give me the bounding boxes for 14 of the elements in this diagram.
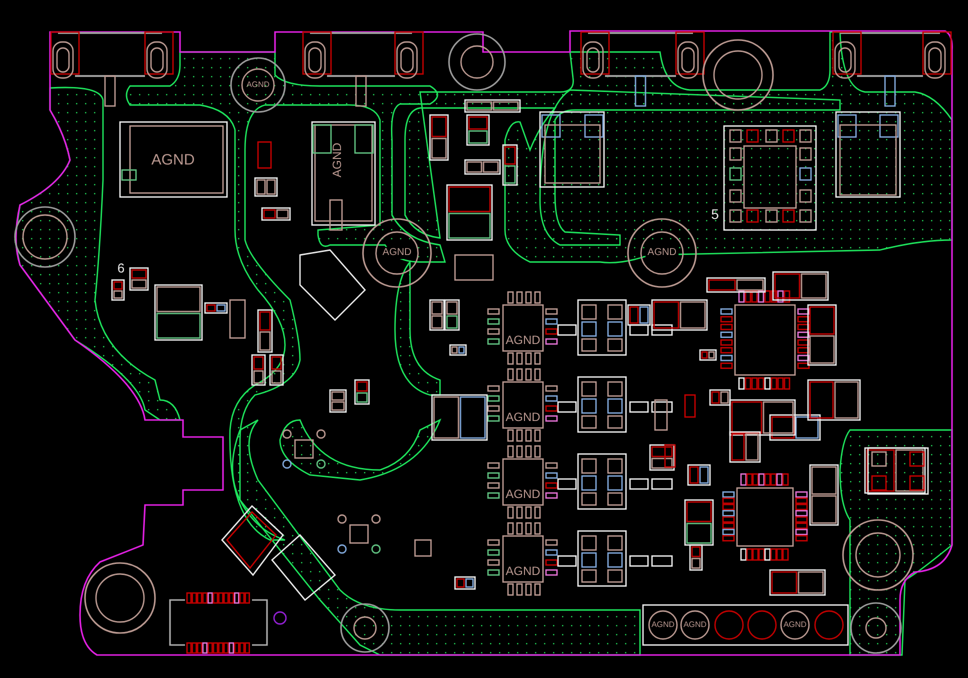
silkscreen-label: AGND — [783, 621, 807, 629]
silkscreen-label: AGND — [683, 621, 707, 629]
silkscreen-label: AGND — [506, 334, 540, 346]
pin-number: 5 — [711, 207, 719, 221]
silkscreen-label: AGND — [380, 247, 414, 259]
silkscreen-label: AGND — [646, 247, 678, 259]
pin-number: 6 — [117, 262, 125, 274]
silkscreen-label: AGND — [151, 152, 195, 168]
silkscreen-label: AGND — [651, 621, 675, 629]
silkscreen-label: AGND — [506, 565, 540, 577]
silkscreen-label: AGND — [506, 488, 540, 500]
silkscreen-label: AGND — [506, 411, 540, 423]
silkscreen-label: AGND — [246, 81, 270, 89]
silkscreen-label: AGND — [331, 142, 343, 178]
